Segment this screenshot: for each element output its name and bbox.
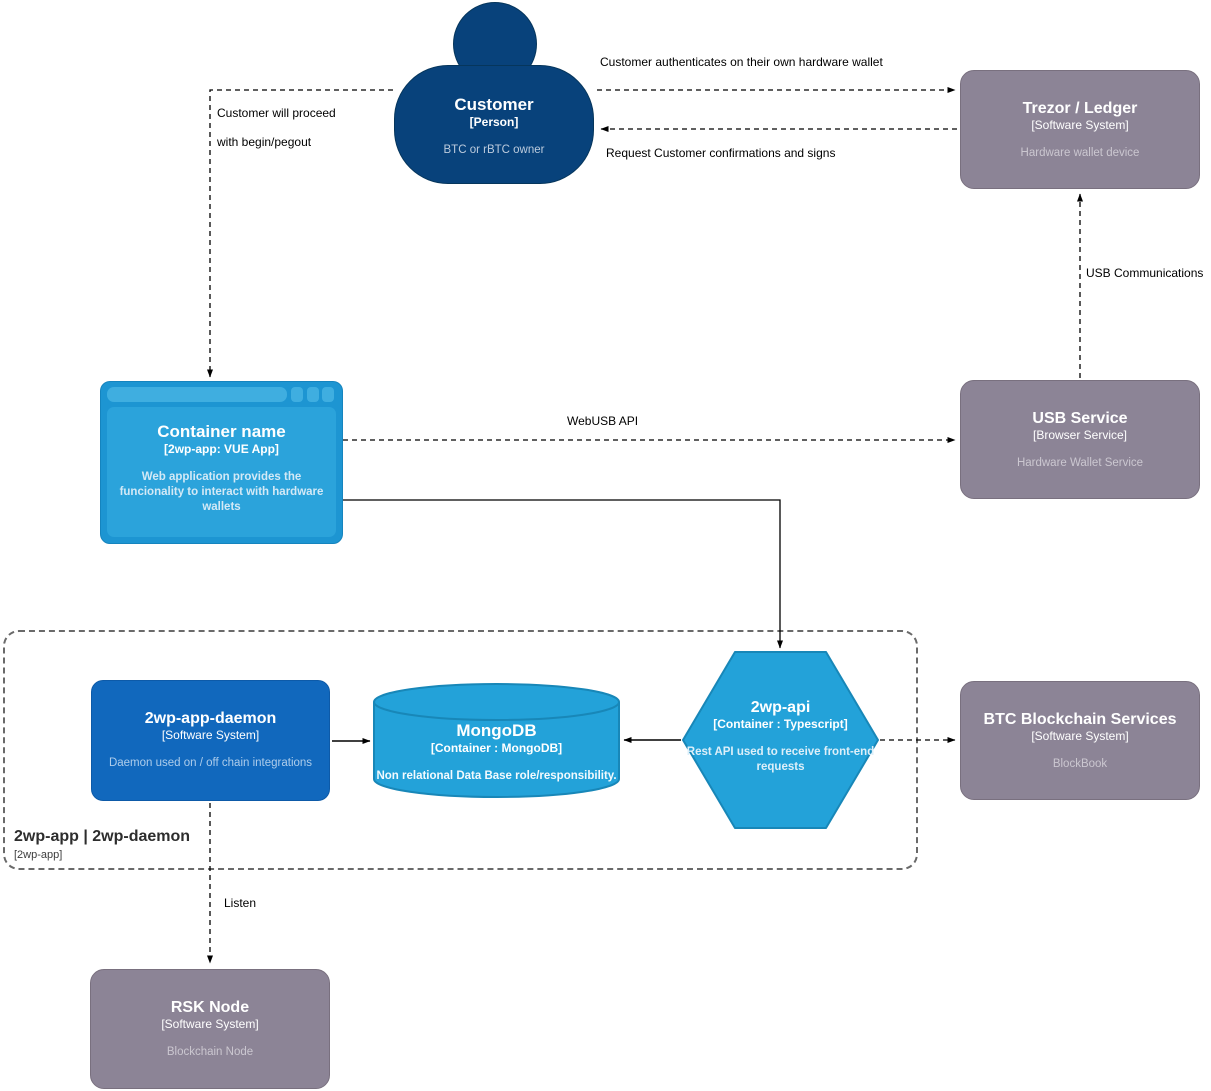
edge-webapp-to-api [343, 499, 783, 649]
node-description: BTC or rBTC owner [443, 144, 545, 156]
node-title: Customer [454, 95, 534, 114]
edge-label-webusb-api: WebUSB API [567, 414, 639, 428]
node-customer[interactable]: Customer [Person] BTC or rBTC owner [394, 65, 594, 184]
boundary-title: 2wp-app | 2wp-daemon [14, 828, 191, 845]
node-type-label: [Software System] [161, 728, 260, 742]
edge-customer-to-webapp [207, 89, 393, 378]
node-type-label: [Browser Service] [1032, 428, 1128, 442]
node-usb-service[interactable]: USB Service [Browser Service] Hardware W… [960, 380, 1200, 499]
edge-label-request-confirmations: Request Customer confirmations and signs [606, 146, 836, 160]
node-title: BTC Blockchain Services [983, 711, 1177, 728]
node-description: Blockchain Node [166, 1046, 254, 1058]
edge-label-customer-proceed-line1: Customer will proceed [217, 106, 336, 120]
edge-label-customer-authenticates: Customer authenticates on their own hard… [600, 55, 883, 69]
node-description: BlockBook [1052, 758, 1108, 770]
node-description: Daemon used on / off chain integrations [108, 757, 313, 769]
node-type-label: [Software System] [1031, 118, 1129, 132]
node-mongodb-shape[interactable] [372, 682, 621, 799]
node-title: 2wp-app-daemon [144, 710, 277, 727]
node-trezor-ledger[interactable]: Trezor / Ledger [Software System] Hardwa… [960, 70, 1200, 189]
node-webapp-container[interactable]: Container name [2wp-app: VUE App] Web ap… [100, 381, 343, 544]
browser-button-icon [322, 387, 334, 402]
node-description: Hardware wallet device [1020, 147, 1140, 159]
node-title: Trezor / Ledger [1022, 100, 1138, 117]
node-description: Hardware Wallet Service [1016, 457, 1144, 469]
node-api-shape[interactable] [681, 650, 880, 830]
node-description: Web application provides the funcionalit… [119, 471, 324, 513]
node-title: RSK Node [170, 999, 250, 1016]
edge-label-listen: Listen [224, 896, 257, 910]
node-app-daemon[interactable]: 2wp-app-daemon [Software System] Daemon … [91, 680, 330, 801]
node-type-label: [Software System] [161, 1017, 259, 1031]
node-title: Container name [157, 422, 286, 441]
boundary-type-label: [2wp-app] [14, 849, 63, 861]
node-type-label: [Person] [469, 115, 519, 129]
browser-button-icon [291, 387, 303, 402]
node-type-label: [Software System] [1031, 729, 1129, 743]
node-type-label: [2wp-app: VUE App] [164, 442, 279, 456]
browser-address-bar [107, 387, 287, 402]
browser-content: Container name [2wp-app: VUE App] Web ap… [107, 407, 336, 537]
edge-label-usb-communications: USB Communications [1086, 266, 1204, 280]
node-title: USB Service [1032, 410, 1128, 427]
edge-label-customer-proceed-line2: with begin/pegout [217, 135, 312, 149]
node-rsk-node[interactable]: RSK Node [Software System] Blockchain No… [90, 969, 330, 1089]
browser-button-icon [307, 387, 319, 402]
node-btc-blockchain-services[interactable]: BTC Blockchain Services [Software System… [960, 681, 1200, 800]
